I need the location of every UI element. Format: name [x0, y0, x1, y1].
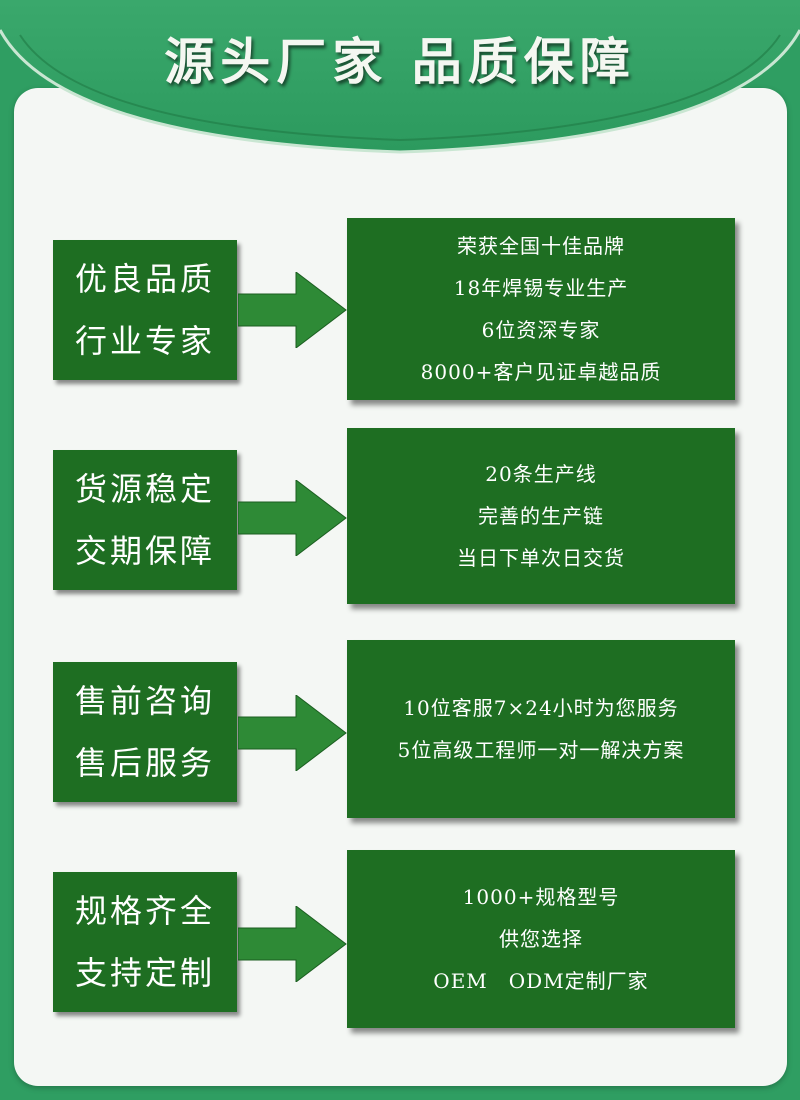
section-label-line: 交期保障 [74, 532, 215, 570]
section-label-line: 规格齐全 [74, 892, 215, 930]
section-detail-box: 1000+规格型号 供您选择 OEM ODM定制厂家 [347, 850, 735, 1028]
page-title: 源头厂家 品质保障 [164, 33, 636, 91]
right-arrow-icon [238, 906, 347, 982]
header-banner: 源头厂家 品质保障 [0, 0, 800, 170]
right-arrow-icon [238, 695, 347, 771]
detail-line: 10位客服7×24小时为您服务 [403, 696, 679, 720]
detail-line: 完善的生产链 [478, 504, 604, 528]
right-arrow-icon [238, 272, 347, 348]
section-label-box: 规格齐全 支持定制 [53, 872, 237, 1012]
detail-line: 18年焊锡专业生产 [453, 276, 629, 300]
section-detail-box: 20条生产线 完善的生产链 当日下单次日交货 [347, 428, 735, 604]
section-detail-box: 10位客服7×24小时为您服务 5位高级工程师一对一解决方案 [347, 640, 735, 818]
right-arrow-icon [238, 480, 347, 556]
section-label-box: 售前咨询 售后服务 [53, 662, 237, 802]
section-label-box: 货源稳定 交期保障 [53, 450, 237, 590]
detail-line: 供您选择 [499, 927, 583, 951]
section-label-box: 优良品质 行业专家 [53, 240, 237, 380]
section-label-line: 支持定制 [74, 954, 215, 992]
section-supply: 货源稳定 交期保障 20条生产线 完善的生产链 当日下单次日交货 [0, 428, 800, 618]
section-label-line: 售前咨询 [74, 682, 215, 720]
section-detail-box: 荣获全国十佳品牌 18年焊锡专业生产 6位资深专家 8000+客户见证卓越品质 [347, 218, 735, 400]
section-custom: 规格齐全 支持定制 1000+规格型号 供您选择 OEM ODM定制厂家 [0, 850, 800, 1040]
section-label-line: 售后服务 [74, 744, 215, 782]
detail-line: 6位资深专家 [481, 318, 601, 342]
detail-line: 1000+规格型号 [462, 885, 620, 909]
section-service: 售前咨询 售后服务 10位客服7×24小时为您服务 5位高级工程师一对一解决方案 [0, 640, 800, 830]
detail-line: 8000+客户见证卓越品质 [420, 360, 662, 384]
detail-line: 荣获全国十佳品牌 [457, 234, 625, 258]
detail-line: 20条生产线 [485, 462, 597, 486]
section-label-line: 优良品质 [74, 260, 215, 298]
detail-line: OEM ODM定制厂家 [433, 969, 649, 993]
section-label-line: 货源稳定 [74, 470, 215, 508]
detail-line: 5位高级工程师一对一解决方案 [397, 738, 685, 762]
section-quality: 优良品质 行业专家 荣获全国十佳品牌 18年焊锡专业生产 6位资深专家 8000… [0, 215, 800, 405]
section-label-line: 行业专家 [74, 322, 215, 360]
detail-line: 当日下单次日交货 [457, 546, 625, 570]
